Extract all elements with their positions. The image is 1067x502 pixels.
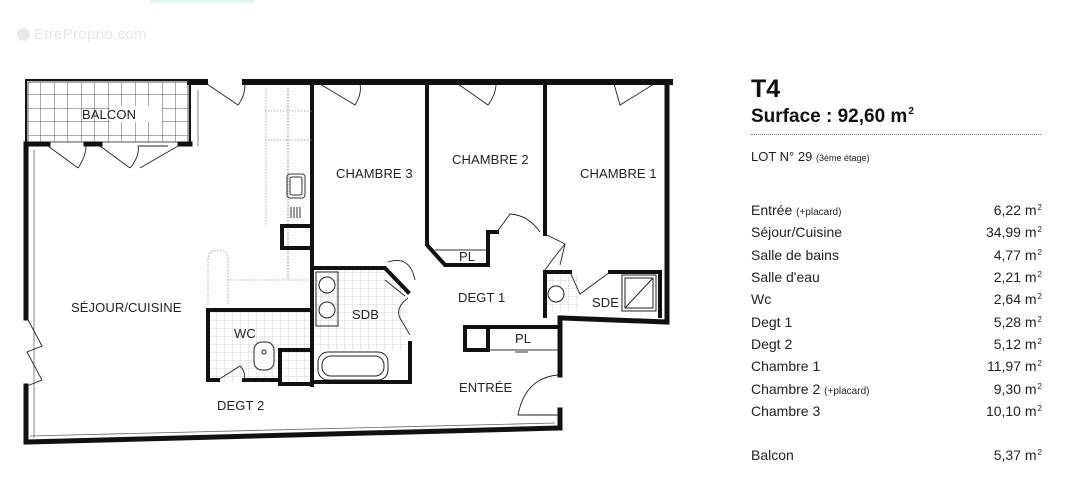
room-area: 11,97 [986, 358, 1021, 375]
room-row: Chambre 3 10,10 m2 [751, 400, 1042, 422]
unit-sup: 2 [1037, 225, 1042, 235]
kitchen-counter [207, 88, 312, 305]
unit: m [1024, 358, 1037, 375]
unit-sup: 2 [1037, 336, 1042, 346]
doors [26, 83, 655, 416]
room-name: Chambre 2 [751, 380, 821, 397]
room-name: Degt 2 [751, 335, 793, 352]
label-degt-2: DEGT 2 [217, 398, 265, 413]
room-area: 5,37 [993, 447, 1021, 464]
watermark: EtreProprio.com [17, 26, 147, 43]
room-row: Salle de bains 4,77 m2 [751, 244, 1042, 266]
unit: m [1024, 269, 1037, 286]
apartment-type: T4 [751, 75, 781, 103]
unit: m [1024, 402, 1037, 419]
fixtures [253, 271, 657, 381]
room-area: 6,22 [993, 202, 1021, 219]
floor-plan: BALCON CHAMBRE 3 CHAMBRE 2 CHAMBRE 1 SÉJ… [23, 79, 673, 445]
surface-label: Surface : 92,60 m [751, 106, 908, 127]
label-sde: SDE [592, 295, 620, 310]
unit-sup: 2 [1037, 203, 1042, 213]
room-name: Salle de bains [751, 246, 839, 263]
unit-sup: 2 [1037, 270, 1042, 280]
label-balcon: BALCON [82, 107, 137, 122]
label-sdb: SDB [352, 307, 380, 322]
unit-sup: 2 [1037, 403, 1042, 413]
watermark-text: EtreProprio.com [34, 26, 147, 43]
unit: m [1024, 291, 1037, 308]
room-row: Degt 1 5,28 m2 [751, 310, 1042, 332]
room-note: (+placard) [824, 385, 870, 397]
unit-sup: 2 [1037, 247, 1042, 257]
room-name: Degt 1 [751, 313, 793, 330]
room-name: Entrée [751, 202, 793, 219]
room-name: Salle d'eau [751, 269, 820, 286]
label-sejour-cuisine: SÉJOUR/CUISINE [71, 300, 182, 315]
unit-sup: 2 [1037, 359, 1042, 369]
lot-floor: (3ème étage) [815, 153, 870, 163]
room-row: Entrée (+placard) 6,22 m2 [751, 199, 1042, 221]
room-area: 2,64 [993, 291, 1021, 308]
room-name: Chambre 3 [751, 402, 821, 419]
room-row-balcon: Balcon 5,37 m2 [751, 444, 1042, 466]
unit: m [1024, 447, 1037, 464]
room-name: Chambre 1 [751, 358, 821, 375]
unit: m [1024, 202, 1037, 219]
label-chambre-1: CHAMBRE 1 [580, 166, 657, 181]
room-area: 5,28 [993, 313, 1021, 330]
unit-sup: 2 [1037, 448, 1042, 458]
label-chambre-2: CHAMBRE 2 [452, 152, 529, 167]
lot-label: LOT N° 29 [751, 149, 813, 164]
interior-walls [206, 80, 662, 387]
room-name: Balcon [751, 447, 794, 464]
room-row: Séjour/Cuisine 34,99 m2 [751, 221, 1042, 243]
unit: m [1024, 313, 1037, 330]
outer-walls [23, 79, 673, 445]
label-degt-1: DEGT 1 [458, 290, 506, 305]
room-area: 4,77 [993, 246, 1021, 263]
unit: m [1024, 335, 1037, 352]
label-entree: ENTRÉE [459, 380, 513, 395]
floor-plan-drawing [23, 79, 673, 445]
room-row: Chambre 1 11,97 m2 [751, 355, 1042, 377]
top-edge-strip [150, 0, 254, 3]
balcony [27, 81, 189, 143]
label-pl-chambre-2: PL [459, 249, 476, 264]
label-wc: WC [234, 326, 256, 341]
lot-number: LOT N° 29 (3ème étage) [751, 149, 1043, 164]
room-row: Salle d'eau 2,21 m2 [751, 266, 1042, 288]
unit: m [1024, 380, 1037, 397]
room-area: 2,21 [993, 269, 1021, 286]
room-area: 5,12 [993, 335, 1021, 352]
logo-circle-icon [17, 28, 30, 41]
room-area: 10,10 [985, 402, 1021, 419]
label-pl-entree: PL [515, 331, 532, 346]
room-area: 9,30 [993, 380, 1021, 397]
room-note: (+placard) [796, 207, 842, 219]
room-name: Séjour/Cuisine [751, 224, 843, 241]
room-row: Degt 2 5,12 m2 [751, 333, 1042, 355]
surface-unit-sup: 2 [908, 106, 914, 117]
unit-sup: 2 [1037, 292, 1042, 302]
label-chambre-3: CHAMBRE 3 [336, 166, 413, 181]
unit-sup: 2 [1037, 314, 1042, 324]
unit: m [1024, 224, 1037, 241]
unit-sup: 2 [1037, 381, 1042, 391]
room-row: Wc 2,64 m2 [751, 288, 1042, 310]
kitchen-sink-icon [286, 173, 306, 218]
dotted-divider [751, 134, 1041, 135]
unit: m [1024, 246, 1037, 263]
room-name: Wc [751, 291, 772, 308]
room-row: Chambre 2 (+placard) 9,30 m2 [751, 377, 1042, 399]
room-area: 34,99 [985, 224, 1021, 241]
